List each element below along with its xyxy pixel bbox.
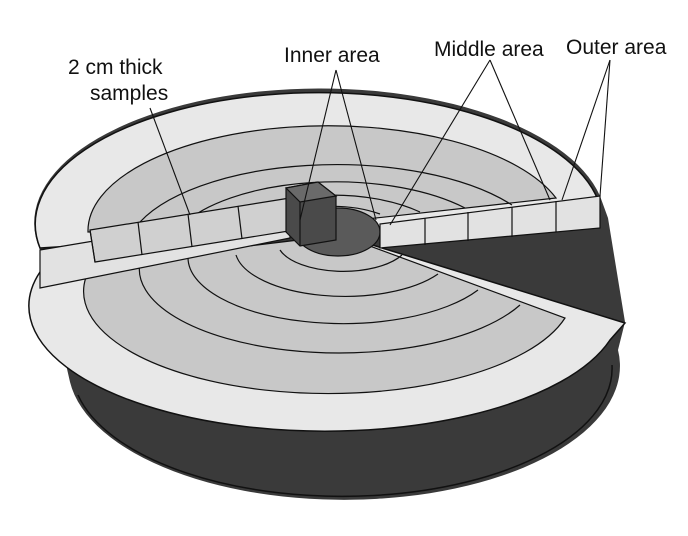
leader-inner-2: [335, 69, 377, 221]
leader-middle-1: [389, 59, 491, 226]
sample-strip-left: [39, 197, 296, 289]
leader-lines: [149, 59, 611, 226]
label-outer-area: Outer area: [566, 36, 667, 59]
label-inner-area: Inner area: [284, 44, 380, 67]
leader-outer-1: [561, 59, 611, 201]
label-samples-line1: 2 cm thick: [68, 56, 163, 79]
leader-middle-2: [489, 59, 551, 201]
label-samples-line2: samples: [90, 82, 168, 105]
sample-strip-right: [379, 195, 601, 249]
front-rings: [138, 249, 521, 354]
center-cube: [284, 181, 338, 247]
middle-ring-front: [82, 234, 566, 395]
leader-outer-2: [599, 59, 611, 197]
disc-edge-lower: [77, 364, 613, 498]
label-middle-area: Middle area: [434, 38, 544, 61]
leader-samples: [149, 107, 191, 216]
middle-ring-back: [87, 125, 558, 233]
leader-inner-1: [299, 69, 337, 221]
